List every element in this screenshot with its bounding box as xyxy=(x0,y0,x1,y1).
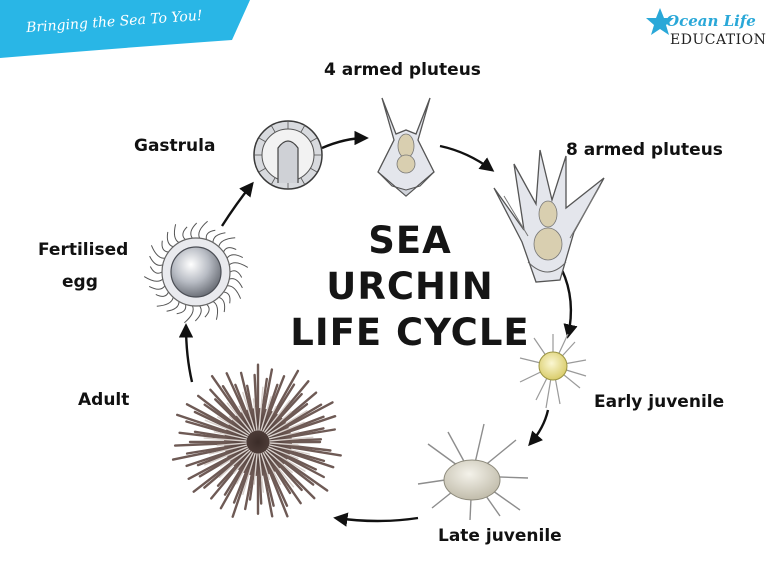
label-late-juvenile: Late juvenile xyxy=(438,526,562,546)
ocean-life-logo: Ocean Life EDUCATION xyxy=(640,8,766,58)
label-four-armed-pluteus: 4 armed pluteus xyxy=(324,60,481,80)
arrow-early-to-late xyxy=(528,409,550,447)
label-eight-armed-pluteus: 8 armed pluteus xyxy=(566,140,723,160)
adult-urchin-illustration xyxy=(171,363,342,518)
title-line2: URCHIN xyxy=(326,265,494,308)
header-banner: Bringing the Sea To You! xyxy=(0,0,250,60)
starfish-logo-icon xyxy=(646,8,674,35)
eight-armed-pluteus-illustration xyxy=(493,149,605,283)
label-adult: Adult xyxy=(78,390,130,410)
logo-line1: Ocean Life xyxy=(666,12,756,30)
banner-tagline: Bringing the Sea To You! xyxy=(25,7,203,37)
logo-line2: EDUCATION xyxy=(670,32,767,48)
arrow-late-to-adult xyxy=(333,512,419,527)
early-juvenile-illustration xyxy=(519,333,587,409)
arrow-egg-to-gastrula xyxy=(220,181,254,227)
fertilised-egg-illustration xyxy=(143,220,249,324)
title-line1: SEA xyxy=(368,219,452,262)
cycle-arrows xyxy=(178,130,578,527)
label-gastrula: Gastrula xyxy=(134,136,216,156)
label-early-juvenile: Early juvenile xyxy=(594,392,725,412)
arrow-adult-to-egg xyxy=(178,323,194,383)
label-fertilised-line1: Fertilised xyxy=(38,240,129,260)
label-fertilised-line2: egg xyxy=(62,272,98,292)
arrow-4armed-to-8armed xyxy=(439,144,495,172)
gastrula-illustration xyxy=(253,120,323,190)
four-armed-pluteus-illustration xyxy=(377,97,435,197)
diagram-title: SEA URCHIN LIFE CYCLE xyxy=(290,218,530,356)
arrow-gastrula-to-4armed xyxy=(321,130,369,150)
late-juvenile-illustration xyxy=(417,423,529,521)
title-line3: LIFE CYCLE xyxy=(290,311,530,354)
arrow-8armed-to-early xyxy=(560,269,578,339)
banner-shape xyxy=(0,0,250,58)
